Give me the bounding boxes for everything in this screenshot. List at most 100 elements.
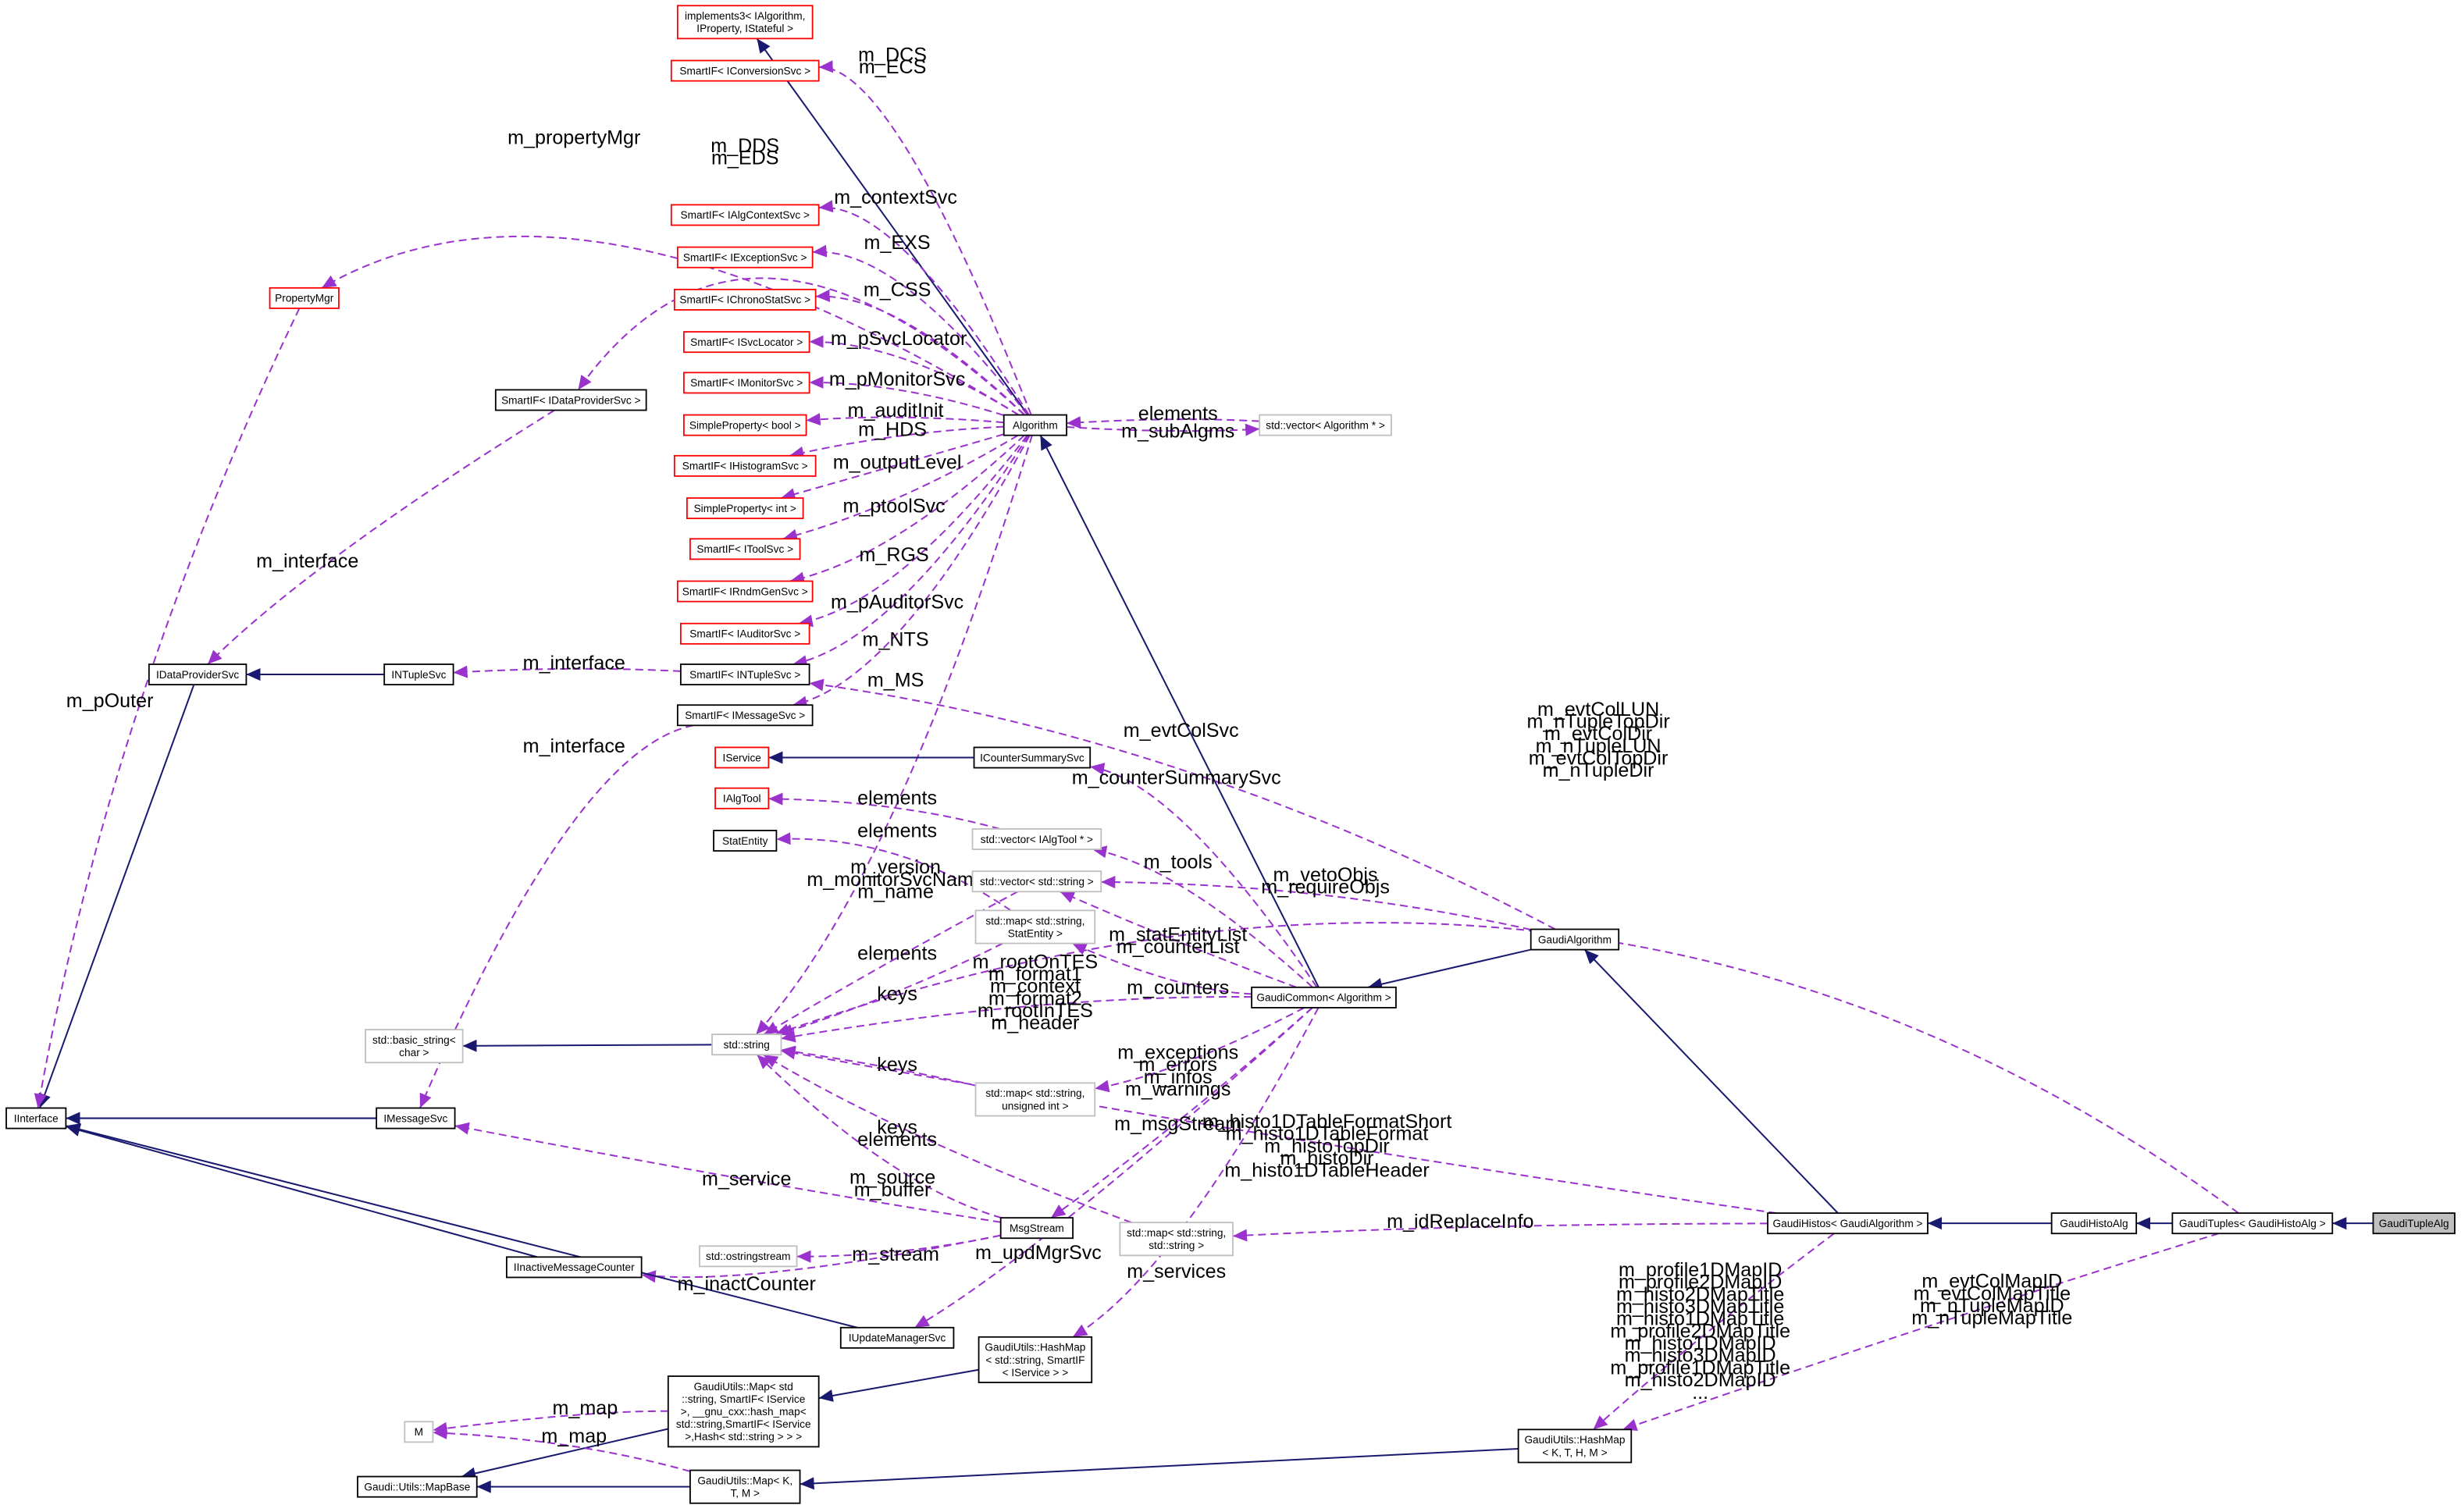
class-node-box	[676, 704, 814, 727]
class-node-box	[839, 1326, 955, 1349]
class-node-map_string_string[interactable]: std::map< std::string,std::string >	[1119, 1222, 1234, 1257]
class-node-gaudihistos[interactable]: GaudiHistos< GaudiAlgorithm >	[1767, 1212, 1929, 1235]
usage-edge-algorithm-to-propertymgr	[321, 235, 1020, 416]
class-node-svclocator[interactable]: SmartIF< ISvcLocator >	[682, 331, 810, 354]
class-node-box	[2171, 1212, 2334, 1235]
class-node-gaudialgorithm[interactable]: GaudiAlgorithm	[1530, 928, 1620, 951]
class-node-exception[interactable]: SmartIF< IExceptionSvc >	[676, 246, 814, 269]
usage-edge-vector_algtool-to-ialgtool	[768, 792, 1000, 830]
class-node-conversion[interactable]: SmartIF< IConversionSvc >	[670, 59, 820, 82]
class-node-hashmap_iservice[interactable]: GaudiUtils::HashMap< std::string, SmartI…	[978, 1336, 1093, 1383]
class-node-hashmap_kthm[interactable]: GaudiUtils::HashMap< K, T, H, M >	[1517, 1428, 1633, 1464]
class-node-box	[978, 1336, 1093, 1383]
class-node-idataprovider[interactable]: IDataProviderSvc	[148, 664, 248, 685]
class-node-label: SimpleProperty< int >	[694, 503, 796, 514]
class-node-message_if[interactable]: SmartIF< IMessageSvc >	[676, 704, 814, 727]
class-node-monitorsvc[interactable]: SmartIF< IMonitorSvc >	[682, 372, 810, 394]
class-node-label: SmartIF< IMessageSvc >	[685, 710, 805, 721]
class-node-box	[673, 454, 817, 477]
class-node-label: SmartIF< IToolSvc >	[696, 543, 793, 555]
class-node-gaudihistoalg[interactable]: GaudiHistoAlg	[2050, 1212, 2138, 1235]
class-node-statentity[interactable]: StatEntity	[713, 830, 778, 852]
class-node-label: GaudiHistos< GaudiAlgorithm >	[1772, 1218, 1922, 1229]
usage-edge-dataprovider_if-to-idataprovider	[207, 409, 555, 665]
usage-edge-algorithm-to-histogram	[789, 425, 1004, 459]
class-node-m_node[interactable]: M	[404, 1421, 434, 1443]
class-node-box	[971, 828, 1102, 850]
class-node-algorithm[interactable]: Algorithm	[1003, 414, 1067, 436]
class-node-box	[974, 1082, 1096, 1117]
class-node-algcontext[interactable]: SmartIF< IAlgContextSvc >	[670, 204, 820, 226]
class-node-label: GaudiUtils::HashMap< std::string, SmartI…	[985, 1342, 1085, 1379]
class-node-implements3[interactable]: implements3< IAlgorithm,IProperty, IStat…	[676, 5, 814, 40]
class-node-imessagesvc[interactable]: IMessageSvc	[376, 1107, 456, 1130]
inheritance-edge-hashmap_iservice-to-utils_map_long	[818, 1368, 979, 1402]
class-node-box	[2050, 1212, 2138, 1235]
class-node-box	[383, 664, 454, 685]
class-node-ntuple_if[interactable]: SmartIF< INTupleSvc >	[679, 664, 810, 685]
class-node-inactivecounter[interactable]: IInactiveMessageCounter	[505, 1256, 643, 1279]
nodes-layer: implements3< IAlgorithm,IProperty, IStat…	[5, 5, 2456, 1504]
usage-edge-gaudicommon-to-updatemanager	[914, 1007, 1313, 1329]
class-node-label: GaudiHistoAlg	[2060, 1218, 2128, 1229]
usage-edge-msgstream-to-std_string	[756, 1054, 1002, 1219]
class-node-vector_algtool[interactable]: std::vector< IAlgTool * >	[971, 828, 1102, 850]
class-node-propertymgr[interactable]: PropertyMgr	[269, 286, 340, 309]
edge-label-algorithm-to-histogram: m_HDS	[858, 418, 927, 440]
class-node-basic_string[interactable]: std::basic_string<char >	[365, 1029, 464, 1064]
class-node-chronostat[interactable]: SmartIF< IChronoStatSvc >	[673, 288, 817, 311]
class-node-auditor[interactable]: SmartIF< IAuditorSvc >	[679, 622, 810, 645]
class-node-box	[1767, 1212, 1929, 1235]
class-node-ostringstream[interactable]: std::ostringstream	[699, 1245, 798, 1268]
class-node-utils_map_ktm[interactable]: GaudiUtils::Map< K,T, M >	[689, 1469, 801, 1504]
class-node-vector_string[interactable]: std::vector< std::string >	[971, 870, 1102, 893]
class-node-vector_alg[interactable]: std::vector< Algorithm * >	[1259, 414, 1392, 436]
inheritance-edge-inactivecounter-to-iinterface	[66, 1124, 538, 1258]
inheritance-edge-algorithm-to-implements3	[756, 37, 1029, 416]
class-node-std_string[interactable]: std::string	[711, 1033, 782, 1056]
class-node-gaudituples[interactable]: GaudiTuples< GaudiHistoAlg >	[2171, 1212, 2334, 1235]
edge-label-algorithm-to-algcontext: m_contextSvc	[834, 187, 957, 208]
class-node-box	[1119, 1222, 1234, 1257]
usage-edge-gaudicommon-to-std_string	[781, 996, 1252, 1043]
class-node-label: GaudiTupleAlg	[2379, 1218, 2449, 1229]
class-node-simpleint[interactable]: SimpleProperty< int >	[686, 497, 804, 520]
class-node-label: ICounterSummarySvc	[980, 752, 1084, 763]
class-node-icountersummary[interactable]: ICounterSummarySvc	[973, 746, 1092, 769]
class-node-box	[2372, 1212, 2456, 1235]
class-node-toolsvc[interactable]: SmartIF< IToolSvc >	[689, 538, 801, 560]
class-node-iinterface[interactable]: IInterface	[5, 1107, 67, 1130]
class-node-updatemanager[interactable]: IUpdateManagerSvc	[839, 1326, 955, 1349]
class-node-gaudituplealg[interactable]: GaudiTupleAlg	[2372, 1212, 2456, 1235]
class-node-intuplesvc[interactable]: INTupleSvc	[383, 664, 454, 685]
class-node-label: SmartIF< INTupleSvc >	[689, 669, 800, 681]
class-node-gaudicommon[interactable]: GaudiCommon< Algorithm >	[1251, 986, 1397, 1009]
class-node-map_uint[interactable]: std::map< std::string,unsigned int >	[974, 1082, 1096, 1117]
edge-label-gaudicommon-to-msgstream: m_msgStream	[1114, 1113, 1241, 1135]
class-node-box	[1259, 414, 1392, 436]
class-node-msgstream[interactable]: MsgStream	[999, 1217, 1074, 1240]
usage-edge-gaudicommon-to-msgstream	[1050, 1007, 1313, 1218]
inheritance-edge-hashmap_kthm-to-utils_map_ktm	[800, 1447, 1519, 1490]
edge-label-algorithm-to-monitorsvc: m_pMonitorSvc	[829, 368, 965, 390]
class-node-box	[682, 331, 810, 354]
class-node-dataprovider_if[interactable]: SmartIF< IDataProviderSvc >	[494, 389, 647, 411]
class-node-histogram[interactable]: SmartIF< IHistogramSvc >	[673, 454, 817, 477]
class-node-box	[1517, 1428, 1633, 1464]
class-node-iservice[interactable]: IService	[714, 746, 770, 769]
class-node-box	[376, 1107, 456, 1130]
class-node-utils_map_long[interactable]: GaudiUtils::Map< std::string, SmartIF< I…	[667, 1375, 820, 1448]
class-node-label: std::vector< IAlgTool * >	[981, 834, 1093, 845]
class-node-mapbase[interactable]: Gaudi::Utils::MapBase	[357, 1475, 478, 1498]
usage-edge-msgstream-to-imessagesvc	[454, 1122, 1001, 1223]
class-node-simplebool[interactable]: SimpleProperty< bool >	[682, 414, 807, 436]
class-node-map_statentity[interactable]: std::map< std::string,StatEntity >	[974, 909, 1096, 945]
class-node-ialgtool[interactable]: IAlgTool	[714, 787, 770, 809]
usage-edge-algorithm-to-monitorsvc	[809, 375, 1005, 417]
class-node-rndmgen[interactable]: SmartIF< IRndmGenSvc >	[676, 580, 814, 603]
class-node-label: INTupleSvc	[391, 669, 446, 681]
